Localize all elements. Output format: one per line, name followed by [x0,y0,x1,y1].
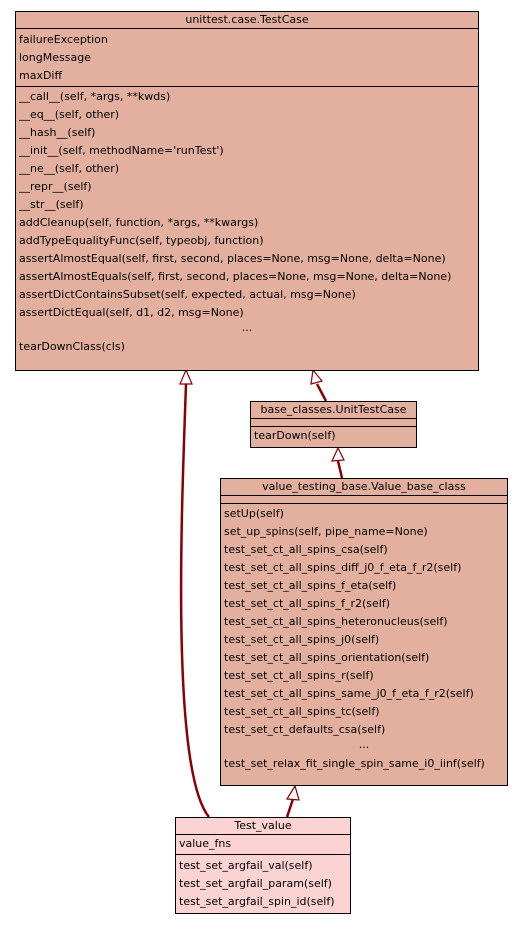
methods-section: tearDown(self) [251,427,416,445]
arrowhead-valuebase [285,784,300,801]
attributes-section [251,419,416,427]
method: assertAlmostEquals(self, first, second, … [19,270,452,283]
edge-valuebase-to-unittestcase [336,460,344,479]
method: test_set_ct_all_spins_heteronucleus(self… [224,615,448,628]
ellipsis: ... [241,322,253,334]
method: __init__(self, methodName='runTest') [19,144,224,157]
methods-section: setUp(self) set_up_spins(self, pipe_name… [221,504,507,773]
class-title: base_classes.UnitTestCase [251,402,416,419]
edge-testvalue-to-testcase [179,383,210,818]
method: __str__(self) [19,198,84,211]
class-title: unittest.case.TestCase [16,12,478,29]
arrowhead-testcase-left [179,368,193,385]
method: __ne__(self, other) [19,162,120,175]
class-title: value_testing_base.Value_base_class [221,479,507,496]
edge-testvalue-to-valuebase [285,798,295,818]
method: __eq__(self, other) [19,108,120,121]
method: addCleanup(self, function, *args, **kwar… [19,216,259,229]
method: __hash__(self) [19,126,96,139]
class-box-unittestcase[interactable]: base_classes.UnitTestCase tearDown(self) [250,401,417,448]
attribute: longMessage [19,51,91,64]
method: tearDownClass(cls) [19,340,125,353]
attributes-section: value_fns [176,835,350,855]
method: set_up_spins(self, pipe_name=None) [224,525,428,538]
method: test_set_relax_fit_single_spin_same_i0_i… [224,757,485,770]
method: test_set_argfail_val(self) [179,859,313,872]
attributes-section [221,496,507,504]
method: test_set_ct_all_spins_r(self) [224,669,374,682]
method: assertDictContainsSubset(self, expected,… [19,288,356,301]
attribute: failureException [19,33,108,46]
method: test_set_ct_all_spins_f_eta(self) [224,579,397,592]
methods-section: test_set_argfail_val(self) test_set_argf… [176,855,350,911]
method: test_set_ct_all_spins_csa(self) [224,543,388,556]
method: test_set_ct_all_spins_j0(self) [224,633,380,646]
attribute: maxDiff [19,69,63,82]
arrowhead-unittestcase [331,446,345,462]
method: __repr__(self) [19,180,92,193]
ellipsis: ... [358,739,370,751]
method: test_set_argfail_param(self) [179,877,332,890]
method: test_set_argfail_spin_id(self) [179,895,335,908]
method: test_set_ct_all_spins_f_r2(self) [224,597,391,610]
method: test_set_ct_all_spins_tc(self) [224,705,380,718]
method: __call__(self, *args, **kwds) [19,90,171,103]
class-box-value-base-class[interactable]: value_testing_base.Value_base_class setU… [220,478,508,786]
class-box-testcase[interactable]: unittest.case.TestCase failureException … [15,11,479,371]
method: addTypeEqualityFunc(self, typeobj, funct… [19,234,264,247]
arrowhead-testcase-right [310,368,324,385]
class-title: Test_value [176,818,350,835]
edge-unittestcase-to-testcase [315,383,328,402]
attributes-section: failureException longMessage maxDiff [16,29,478,87]
method: test_set_ct_defaults_csa(self) [224,723,386,736]
class-box-test-value[interactable]: Test_value value_fns test_set_argfail_va… [175,817,351,914]
attribute: value_fns [179,837,232,850]
method: assertAlmostEqual(self, first, second, p… [19,252,446,265]
method: assertDictEqual(self, d1, d2, msg=None) [19,306,244,319]
method: tearDown(self) [254,429,336,442]
method: test_set_ct_all_spins_orientation(self) [224,651,430,664]
method: setUp(self) [224,507,284,520]
method: test_set_ct_all_spins_diff_j0_f_eta_f_r2… [224,561,462,574]
method: test_set_ct_all_spins_same_j0_f_eta_f_r2… [224,687,474,700]
methods-section: __call__(self, *args, **kwds) __eq__(sel… [16,87,478,356]
